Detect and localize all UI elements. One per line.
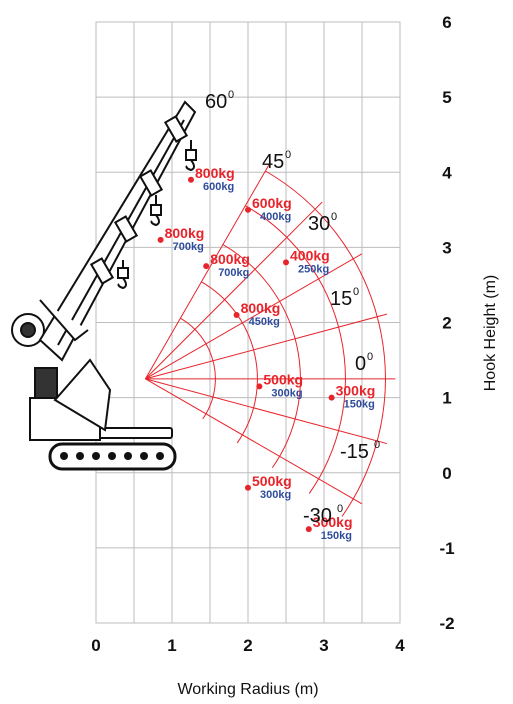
angle-degree: 0: [228, 89, 234, 101]
angle-degree: 0: [331, 211, 337, 223]
angle-label: 60: [205, 91, 227, 113]
angle-ray: [145, 378, 388, 445]
capacity-primary: 800kg: [195, 165, 235, 181]
y-tick: 4: [442, 163, 452, 182]
y-tick: 1: [442, 389, 451, 408]
y-tick: 2: [442, 314, 451, 333]
angle-ray: [145, 313, 388, 380]
angle-label: 45: [262, 151, 284, 173]
capacity-primary: 800kg: [241, 300, 281, 316]
y-axis-label: Hook Height (m): [482, 275, 499, 391]
boom-section-4: [89, 257, 115, 285]
capacity-dot: [328, 394, 335, 401]
capacity-primary: 500kg: [252, 473, 292, 489]
angle-degree: 0: [367, 351, 373, 363]
capacity-dot: [157, 236, 164, 243]
capacity-labels: 800kg600kg600kg400kg800kg700kg800kg700kg…: [165, 165, 376, 542]
angle-ray: [144, 162, 271, 380]
y-tick: 6: [442, 13, 451, 32]
capacity-dot: [305, 526, 312, 533]
capacity-secondary: 400kg: [260, 211, 291, 223]
boom-cylinder: [39, 299, 89, 342]
reach-arc: [180, 317, 216, 420]
angle-degree: 0: [337, 503, 343, 515]
capacity-secondary: 150kg: [344, 399, 375, 411]
angle-ray: [145, 201, 323, 380]
y-tick: 0: [442, 464, 451, 483]
y-tick: 5: [442, 88, 451, 107]
angle-degree: 0: [374, 439, 380, 451]
angle-degree: 0: [285, 149, 291, 161]
capacity-primary: 800kg: [165, 225, 205, 241]
x-tick: 3: [319, 636, 328, 655]
capacity-secondary: 700kg: [218, 267, 249, 279]
turret: [53, 358, 112, 432]
y-tick: 3: [442, 238, 451, 257]
x-tick: 2: [243, 636, 252, 655]
angle-ray: [145, 253, 363, 380]
x-tick: 1: [167, 636, 176, 655]
reach-arc: [245, 205, 346, 494]
y-tick: -1: [439, 539, 454, 558]
capacity-dot: [233, 311, 240, 318]
boom-section-2: [138, 169, 164, 197]
capacity-secondary: 300kg: [260, 489, 291, 501]
capacity-secondary: 250kg: [298, 263, 329, 275]
capacity-secondary: 450kg: [249, 316, 280, 328]
capacity-primary: 800kg: [210, 251, 250, 267]
reach-arc: [201, 281, 258, 444]
hook-60: [185, 140, 197, 172]
boom-section-1: [163, 115, 189, 143]
angle-degree: 0: [353, 286, 359, 298]
x-axis-label: Working Radius (m): [177, 681, 318, 698]
capacity-primary: 400kg: [290, 247, 330, 263]
x-tick-labels: 0 1 2 3 4: [91, 636, 405, 655]
boom-section-3: [113, 215, 139, 243]
x-tick: 4: [395, 636, 405, 655]
angle-label: -30: [303, 505, 332, 527]
capacity-dot: [256, 383, 263, 390]
y-tick-labels: 6 5 4 3 2 1 0 -1 -2: [439, 13, 454, 633]
capacity-points: [157, 176, 335, 533]
capacity-dot: [245, 484, 251, 491]
track-rollers: [60, 452, 164, 460]
capacity-secondary: 700kg: [173, 241, 204, 253]
crane-illustration: [11, 100, 197, 471]
capacity-primary: 500kg: [263, 371, 303, 387]
capacity-secondary: 600kg: [203, 181, 234, 193]
reach-arc: [265, 170, 386, 517]
hook-45: [150, 195, 162, 227]
capacity-dot: [188, 176, 194, 183]
boom-outer: [38, 100, 197, 362]
capacity-dot: [245, 206, 251, 213]
hook-30: [117, 260, 129, 290]
winch-hub: [20, 322, 36, 338]
y-tick: -2: [439, 614, 454, 633]
angle-label: 0: [355, 353, 366, 375]
angle-ray: [145, 378, 363, 505]
angle-label: 30: [308, 213, 330, 235]
working-envelope: [144, 162, 396, 517]
x-tick: 0: [91, 636, 100, 655]
angle-label: -15: [340, 441, 369, 463]
capacity-secondary: 300kg: [271, 387, 302, 399]
angle-label: 15: [330, 288, 352, 310]
engine-block: [34, 367, 58, 399]
capacity-primary: 600kg: [252, 195, 292, 211]
capacity-dot: [203, 263, 210, 270]
capacity-dot: [283, 259, 289, 266]
capacity-primary: 300kg: [336, 383, 376, 399]
reach-arc: [222, 244, 301, 469]
capacity-secondary: 150kg: [321, 530, 352, 542]
capacity-primary: 300kg: [313, 514, 353, 530]
